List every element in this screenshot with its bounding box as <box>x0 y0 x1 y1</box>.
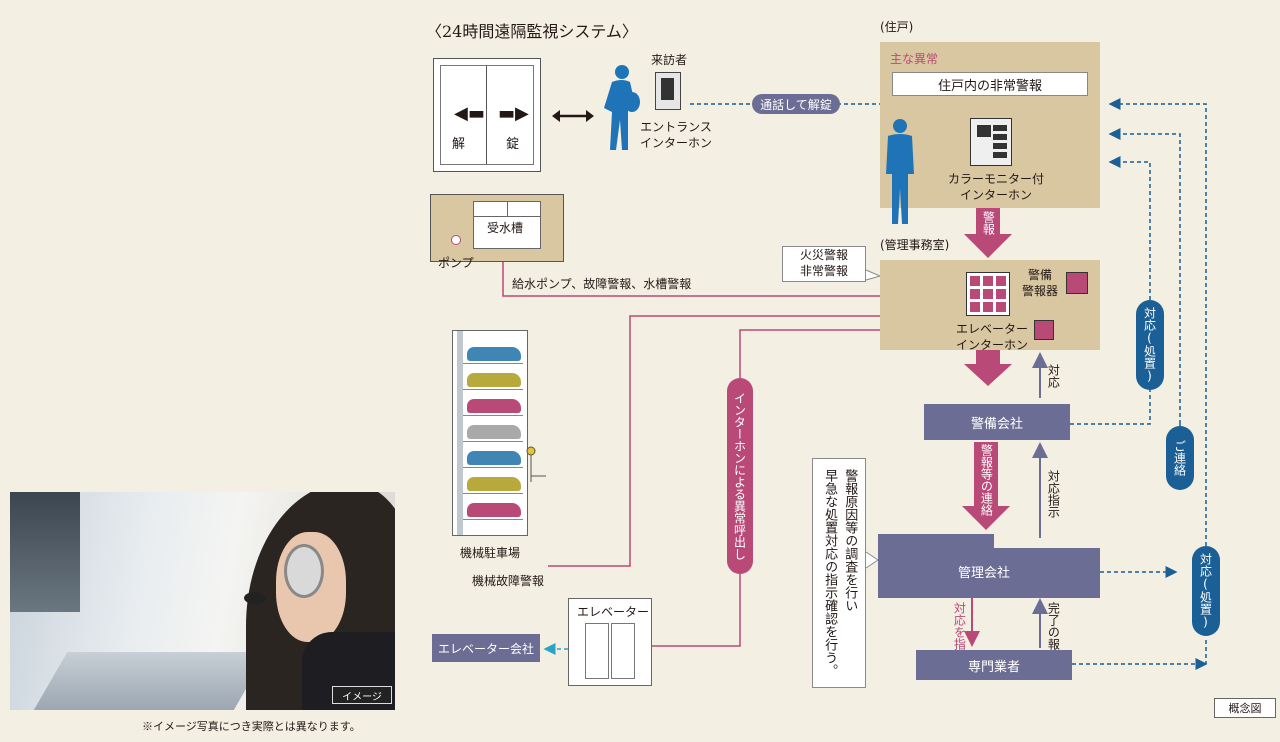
residence-box: 主な異常 住戸内の非常警報 カラーモニター付 インターホン <box>880 42 1100 224</box>
parked-car-icon <box>467 373 521 387</box>
management-company-shape <box>878 534 1100 598</box>
monitor-shape <box>10 492 80 612</box>
alarm-contact-arrow <box>962 442 1010 530</box>
parking-floor <box>463 415 523 416</box>
pump-label: ポンプ <box>438 256 474 270</box>
fire-alarm-callout: 火災警報 非常警報 <box>782 246 866 282</box>
pump-alarm-line <box>502 262 914 302</box>
keyboard-shape <box>32 652 268 710</box>
water-tank-icon <box>473 201 541 249</box>
elevator-intercom-label: エレベーター インターホン <box>956 322 1029 352</box>
parking-signal-icon <box>526 446 546 482</box>
specialist-box: 専門業者 <box>916 650 1072 680</box>
lock-label: 錠 <box>506 137 520 152</box>
callout-pointer <box>865 269 882 281</box>
elevator-company-box: エレベーター会社 <box>432 634 540 662</box>
entrance-double-arrow <box>552 110 594 122</box>
concept-diagram-label: 概念図 <box>1214 698 1276 718</box>
photo-caption: ※イメージ写真につき実際とは異なります。 <box>142 720 361 733</box>
auto-door: ◀▬ ▬▶ 解 錠 <box>433 58 541 172</box>
intercom-call-pill: インターホンによる異常呼出し <box>727 378 753 574</box>
parked-car-icon <box>467 425 521 439</box>
parked-car-icon <box>467 503 521 517</box>
parked-car-icon <box>467 451 521 465</box>
residence-alarm-box: 住戸内の非常警報 <box>892 72 1088 96</box>
parking-alarm-label: 機械故障警報 <box>472 574 545 588</box>
resident-person-icon <box>886 119 914 224</box>
elevator-alarm-line <box>652 324 914 647</box>
pump-alarm-label: 給水ポンプ、故障警報、水槽警報 <box>512 277 692 291</box>
respond-pill-1: 対応(処置) <box>1136 300 1164 390</box>
entrance-intercom-label: エントランス インターホン <box>640 120 713 150</box>
alarm-panel-icon <box>966 272 1010 316</box>
respond-pill-2: 対応(処置) <box>1192 546 1220 636</box>
response-label: 対応 <box>1046 364 1061 388</box>
pump-icon <box>451 235 461 245</box>
parking-floor <box>463 441 523 442</box>
residence-header: (住戸) <box>880 20 914 34</box>
elevator-label: エレベーター <box>577 605 650 619</box>
parking-tower <box>452 330 528 536</box>
parked-car-icon <box>467 399 521 413</box>
operator-photo: イメージ <box>10 492 395 710</box>
investigation-note-box: 警報原因等の調査を行い 早急な処置対応の指示確認を行う。 <box>812 458 866 688</box>
monitor-intercom-device <box>970 118 1012 166</box>
elevator-box: エレベーター <box>568 598 652 686</box>
image-badge: イメージ <box>332 686 392 704</box>
parked-car-icon <box>467 347 521 361</box>
headset-mic-icon <box>244 592 266 604</box>
water-tank-label: 受水槽 <box>487 221 524 235</box>
headset-icon <box>284 544 324 598</box>
main-anomaly-label: 主な異常 <box>890 52 939 66</box>
arrow-right-icon: ▬▶ <box>498 103 529 124</box>
alarm-down-arrow <box>964 208 1012 258</box>
parking-floor <box>463 519 523 520</box>
monitor-intercom-label: カラーモニター付 インターホン <box>948 172 1045 202</box>
response-instruction-label: 対応指示 <box>1046 470 1061 518</box>
alarm-contact-label: 警報等の連絡 <box>979 444 994 516</box>
arrow-left-icon: ◀▬ <box>454 103 485 124</box>
call-unlock-pill: 通話して解錠 <box>752 94 840 114</box>
security-alarm-device <box>1066 272 1088 294</box>
alarm-arrow-label: 警報 <box>981 211 996 235</box>
management-company-label: 管理会社 <box>958 566 1011 581</box>
parking-label: 機械駐車場 <box>460 546 521 560</box>
note-pointer <box>865 551 879 569</box>
report-done-label: 完了の報告 <box>1046 602 1061 662</box>
parking-floor <box>463 467 523 468</box>
contact-pill: ご連絡 <box>1166 426 1194 490</box>
parking-floor <box>463 363 523 364</box>
security-company-box: 警備会社 <box>924 404 1070 440</box>
office-box: 警備 警報器 エレベーター インターホン <box>880 260 1100 352</box>
parking-floor <box>463 493 523 494</box>
parked-car-icon <box>467 477 521 491</box>
investigation-note-text: 警報原因等の調査を行い 早急な処置対応の指示確認を行う。 <box>822 469 858 677</box>
unlock-label: 解 <box>452 137 466 152</box>
security-alarm-label: 警備 警報器 <box>1022 268 1059 298</box>
elevator-intercom-device <box>1034 320 1054 340</box>
instruct-response-label: 対応を指示 <box>952 602 967 662</box>
entrance-intercom-device <box>655 72 681 110</box>
office-down-arrow <box>964 350 1012 386</box>
diagram-title: 〈24時間遠隔監視システム〉 <box>426 22 638 41</box>
visitor-person-icon <box>604 65 640 150</box>
office-header: (管理事務室) <box>880 238 950 252</box>
parking-floor <box>463 389 523 390</box>
parking-alarm-line <box>548 310 914 567</box>
visitor-label: 来訪者 <box>651 53 688 67</box>
pump-room: 受水槽 <box>430 194 564 262</box>
